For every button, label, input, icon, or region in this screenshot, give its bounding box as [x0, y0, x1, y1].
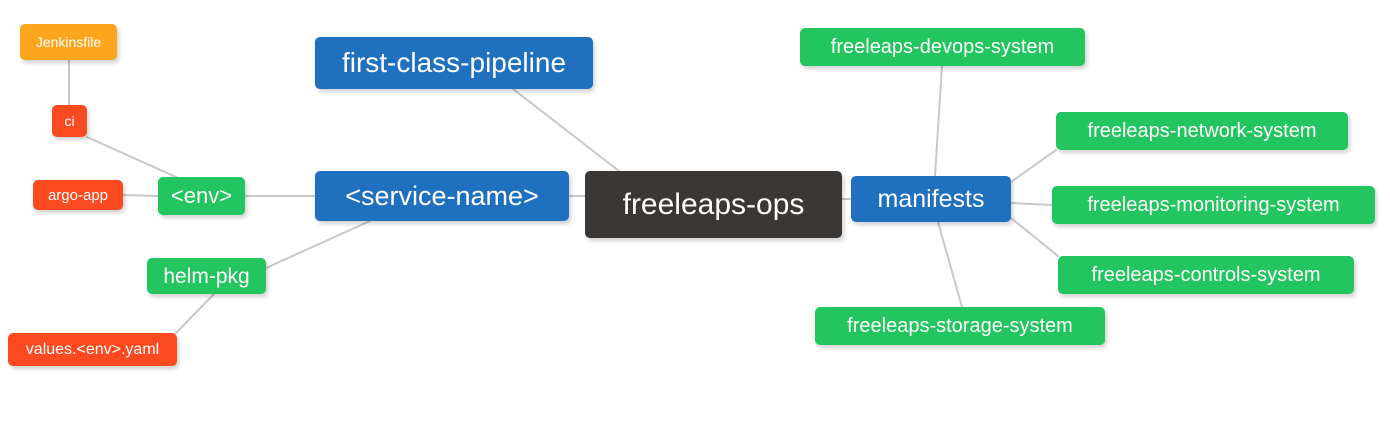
edge-manifests-devops [934, 65, 943, 177]
edge-values-helm-pkg [175, 293, 215, 334]
node-freeleaps-devops-system[interactable]: freeleaps-devops-system [800, 28, 1085, 66]
edge-helm-pkg-service-name [265, 220, 371, 269]
node-label-first-class-pipeline: first-class-pipeline [341, 47, 567, 78]
node-freeleaps-monitoring-system[interactable]: freeleaps-monitoring-system [1052, 186, 1375, 224]
node-label-manifests: manifests [877, 184, 985, 213]
node-label-env: <env> [170, 183, 233, 208]
node-label-freeleaps-controls-system: freeleaps-controls-system [1091, 264, 1321, 286]
node-label-argo-app: argo-app [47, 186, 109, 204]
node-values-yaml[interactable]: values.<env>.yaml [8, 333, 177, 366]
edge-manifests-controls [1010, 217, 1059, 257]
node-jenkinsfile[interactable]: Jenkinsfile [20, 24, 117, 60]
node-env[interactable]: <env> [158, 177, 245, 215]
node-argo-app[interactable]: argo-app [33, 180, 123, 210]
edge-manifests-monitoring [1010, 202, 1053, 206]
edge-manifests-network [1010, 149, 1057, 183]
node-freeleaps-network-system[interactable]: freeleaps-network-system [1056, 112, 1348, 150]
node-label-freeleaps-devops-system: freeleaps-devops-system [830, 36, 1055, 58]
node-manifests[interactable]: manifests [851, 176, 1011, 222]
node-freeleaps-ops[interactable]: freeleaps-ops [585, 171, 842, 238]
edge-argo-app-env [122, 194, 159, 197]
node-freeleaps-storage-system[interactable]: freeleaps-storage-system [815, 307, 1105, 345]
edge-ci-env [86, 136, 177, 178]
node-label-freeleaps-network-system: freeleaps-network-system [1087, 120, 1317, 142]
node-label-freeleaps-monitoring-system: freeleaps-monitoring-system [1087, 194, 1340, 216]
node-freeleaps-controls-system[interactable]: freeleaps-controls-system [1058, 256, 1354, 294]
edge-manifests-storage [937, 221, 963, 308]
node-label-helm-pkg: helm-pkg [163, 264, 250, 288]
node-label-values-yaml: values.<env>.yaml [25, 340, 160, 358]
node-label-jenkinsfile: Jenkinsfile [35, 34, 102, 50]
edge-first-class-pipeline-ops [512, 88, 620, 172]
node-label-freeleaps-storage-system: freeleaps-storage-system [847, 315, 1073, 337]
node-label-service-name: <service-name> [345, 180, 539, 211]
node-ci[interactable]: ci [52, 105, 87, 137]
node-label-ci: ci [64, 113, 75, 129]
node-helm-pkg[interactable]: helm-pkg [147, 258, 266, 294]
node-service-name[interactable]: <service-name> [315, 171, 569, 221]
node-first-class-pipeline[interactable]: first-class-pipeline [315, 37, 593, 89]
node-label-freeleaps-ops: freeleaps-ops [622, 187, 805, 221]
